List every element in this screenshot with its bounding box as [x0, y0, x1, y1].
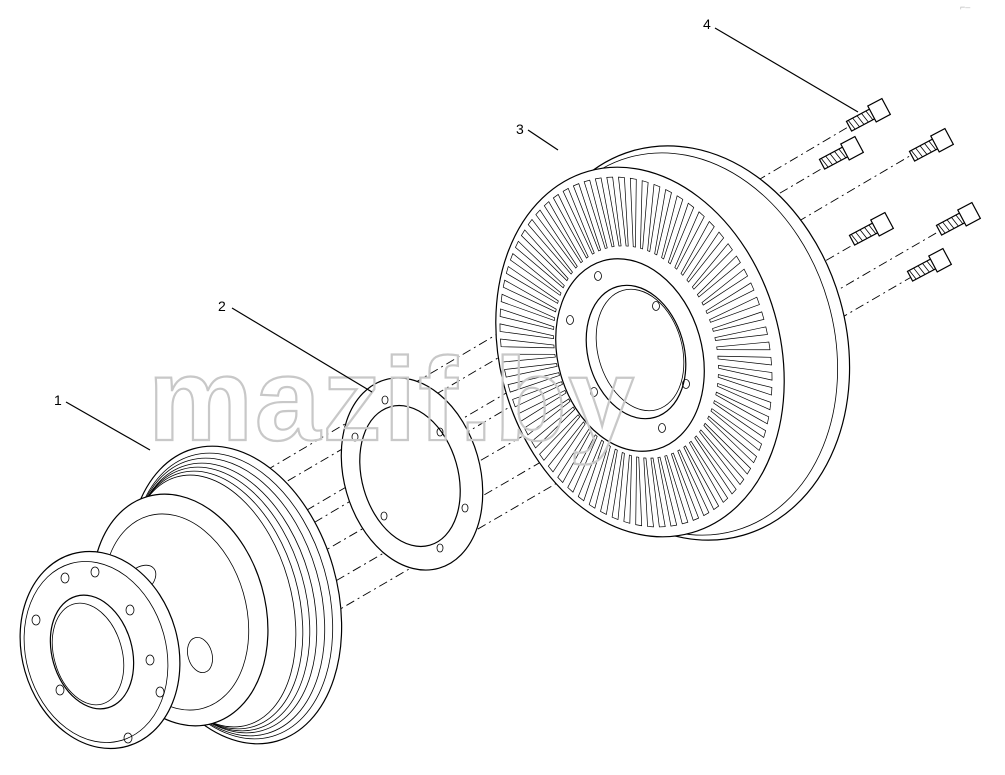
- gear-tooth: [531, 406, 576, 449]
- gear-tooth: [705, 282, 755, 315]
- gear-tooth: [499, 308, 555, 330]
- gear-tooth: [716, 383, 772, 411]
- gear-teeth: [499, 176, 773, 528]
- gear-tooth: [509, 252, 562, 296]
- part-4-bolts: [818, 97, 982, 282]
- gear-tooth: [709, 296, 760, 323]
- gear-tooth: [716, 341, 771, 351]
- gear-tooth: [515, 240, 565, 289]
- gear-tooth: [674, 211, 705, 270]
- gear-tooth: [547, 421, 586, 473]
- bolt: [848, 211, 895, 246]
- gear-tooth: [647, 183, 661, 252]
- gear-tooth: [654, 188, 672, 256]
- gear-tooth: [500, 338, 555, 349]
- gear-tooth: [502, 279, 557, 313]
- gear-tooth: [499, 323, 554, 340]
- gear-tooth: [501, 353, 556, 363]
- gear-tooth: [520, 229, 569, 282]
- gear-tooth: [577, 439, 605, 502]
- gear-tooth: [600, 448, 618, 516]
- gear-tooth: [701, 268, 749, 306]
- gear-tooth: [539, 414, 581, 461]
- bolt: [818, 135, 865, 170]
- gear-tooth: [618, 176, 629, 247]
- part-1-pulley-hub: [19, 445, 343, 750]
- gear-tooth: [718, 364, 773, 381]
- gear-tooth: [507, 372, 560, 393]
- gear-tooth: [657, 456, 678, 527]
- gear-tooth: [667, 202, 695, 265]
- bolt: [935, 201, 982, 236]
- gear-tooth: [512, 381, 563, 408]
- gear-tooth: [623, 454, 632, 524]
- bolt: [845, 97, 892, 132]
- gear-tooth: [707, 415, 757, 464]
- gear-tooth: [686, 231, 725, 283]
- gear-tooth: [717, 374, 773, 396]
- gear-tooth: [629, 177, 637, 248]
- gear-tooth: [643, 457, 654, 528]
- gear-tooth: [661, 195, 684, 260]
- gear-tooth: [552, 193, 589, 259]
- gear-tooth: [505, 265, 559, 304]
- gear-tooth: [500, 293, 556, 321]
- gear-tooth: [691, 243, 733, 290]
- gear-tooth: [562, 187, 595, 255]
- gear-tooth: [664, 455, 689, 525]
- gear-tooth: [715, 391, 770, 425]
- gear-tooth: [689, 440, 729, 503]
- gear-tooth: [517, 389, 567, 422]
- gear-tooth: [572, 183, 602, 252]
- bolt: [906, 247, 953, 282]
- gear-tooth: [683, 445, 720, 511]
- gear-tooth: [699, 429, 745, 486]
- callout-3: 3: [516, 121, 524, 137]
- callout-4: 4: [703, 16, 711, 32]
- gear-tooth: [583, 179, 608, 249]
- gear-tooth: [504, 363, 558, 378]
- gear-tooth: [694, 435, 737, 495]
- gear-tooth: [650, 457, 666, 528]
- corner-mark: ⌐–: [960, 2, 970, 12]
- gear-tooth: [712, 311, 765, 332]
- bolt: [908, 127, 955, 162]
- callout-leaders: [65, 27, 859, 451]
- gear-tooth: [710, 408, 763, 452]
- gear-tooth: [611, 452, 625, 521]
- gear-tooth: [640, 180, 649, 250]
- gear-tooth: [606, 176, 622, 247]
- gear-tooth: [543, 201, 583, 264]
- part-3-bevel-gear: [495, 145, 851, 541]
- callout-2: 2: [218, 298, 226, 314]
- gear-tooth: [713, 400, 767, 439]
- callout-1: 1: [54, 392, 62, 408]
- gear-tooth: [703, 422, 752, 475]
- gear-tooth: [677, 449, 710, 517]
- gear-tooth: [680, 220, 715, 276]
- gear-tooth: [635, 456, 643, 527]
- gear-tooth: [523, 398, 571, 436]
- gear-tooth: [535, 209, 578, 269]
- gear-tooth: [557, 428, 592, 484]
- gear-tooth: [588, 444, 611, 509]
- gear-tooth: [714, 326, 768, 341]
- gear-tooth: [717, 355, 772, 366]
- watermark: mazif.by: [148, 334, 636, 466]
- gear-tooth: [594, 177, 615, 248]
- gear-tooth: [696, 255, 741, 298]
- gear-tooth: [567, 434, 598, 493]
- gear-tooth: [670, 452, 700, 521]
- gear-tooth: [527, 218, 573, 275]
- part-2-gasket: [340, 377, 484, 571]
